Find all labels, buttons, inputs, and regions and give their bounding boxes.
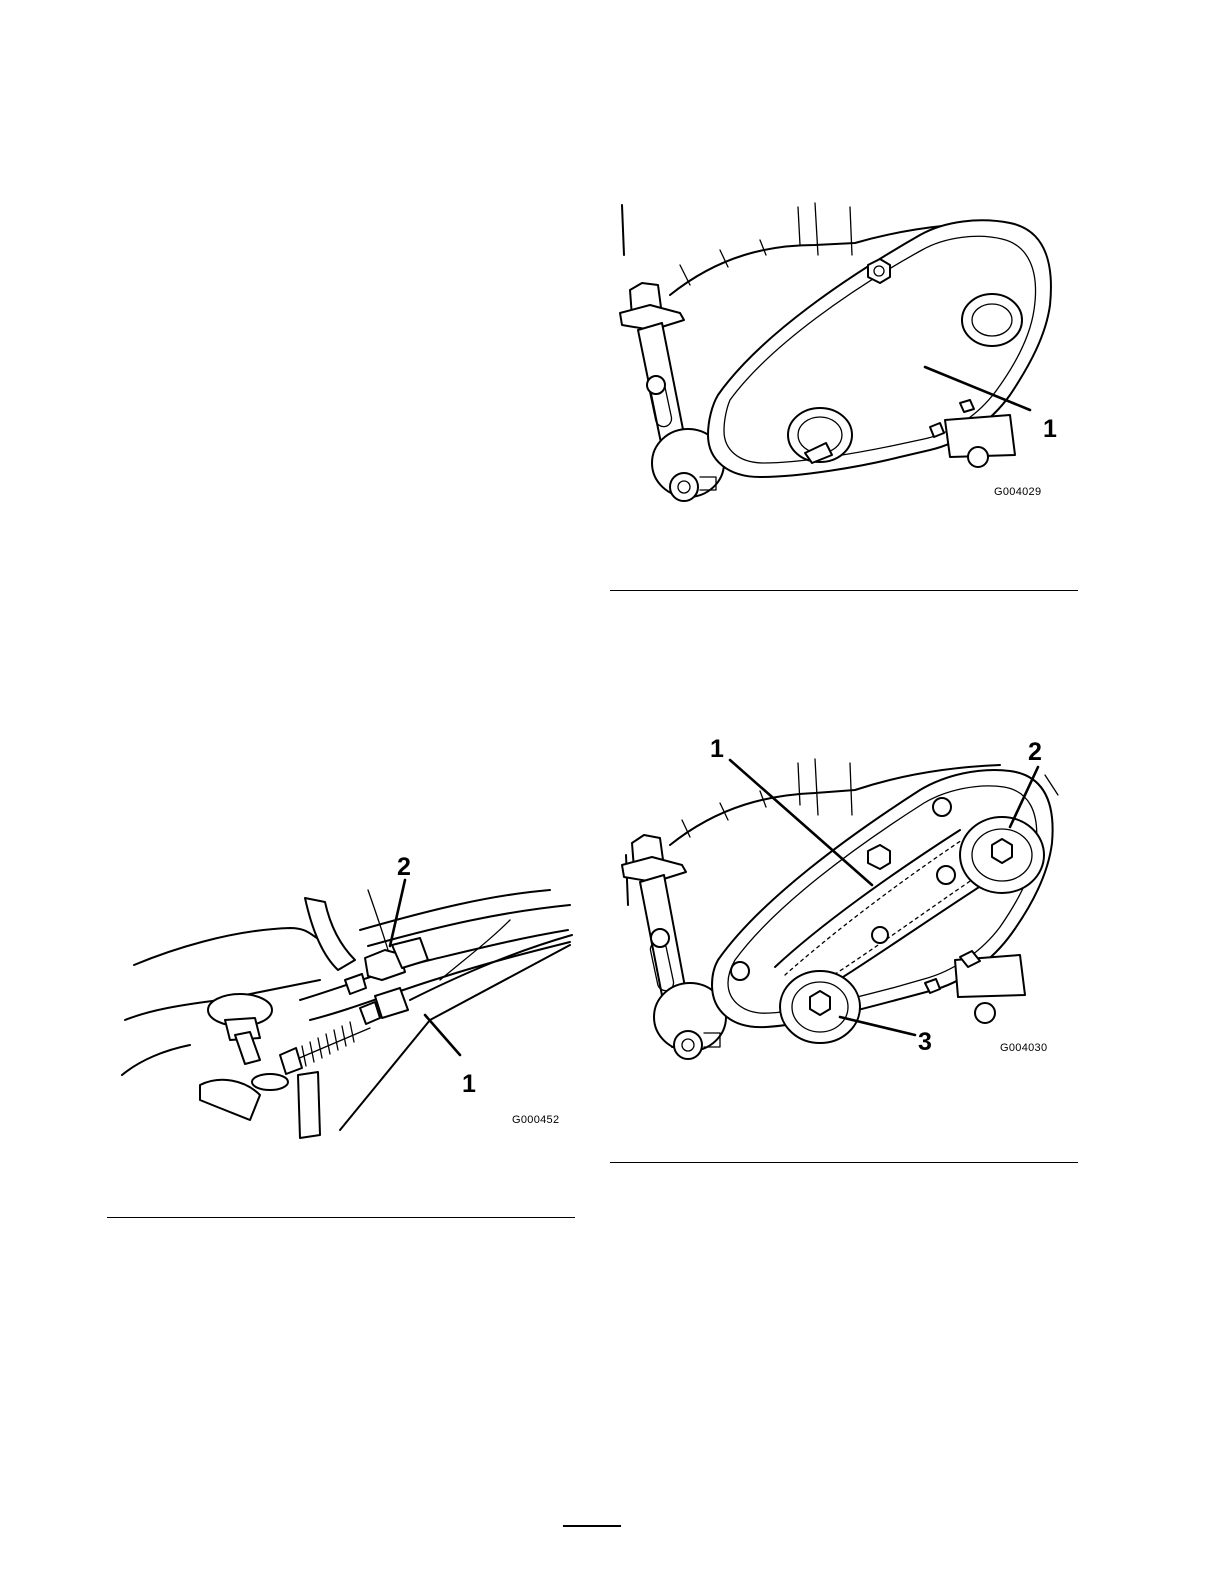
callout-2: 2 bbox=[1028, 740, 1042, 765]
figure-id-label: G004030 bbox=[1000, 1043, 1047, 1054]
drive-belt-and-pulleys-icon bbox=[600, 735, 1080, 1065]
figure-gear-case-cover: 1 G004029 bbox=[600, 195, 1080, 525]
control-cables-icon bbox=[110, 850, 580, 1140]
gear-case-cover-icon bbox=[600, 195, 1080, 525]
callout-1: 1 bbox=[462, 1072, 476, 1097]
figure-separator bbox=[610, 1162, 1078, 1163]
figure-control-cables: 2 1 G000452 bbox=[110, 850, 580, 1140]
figure-id-label: G004029 bbox=[994, 487, 1041, 498]
callout-3: 3 bbox=[918, 1030, 932, 1055]
callout-2: 2 bbox=[397, 855, 411, 880]
figure-drive-belt: 1 2 3 G004030 bbox=[600, 735, 1080, 1065]
page-footer-mark bbox=[563, 1525, 621, 1527]
callout-1: 1 bbox=[1043, 417, 1057, 442]
figure-id-label: G000452 bbox=[512, 1115, 559, 1126]
figure-separator bbox=[610, 590, 1078, 591]
figure-separator bbox=[107, 1217, 575, 1218]
callout-1: 1 bbox=[710, 737, 724, 762]
